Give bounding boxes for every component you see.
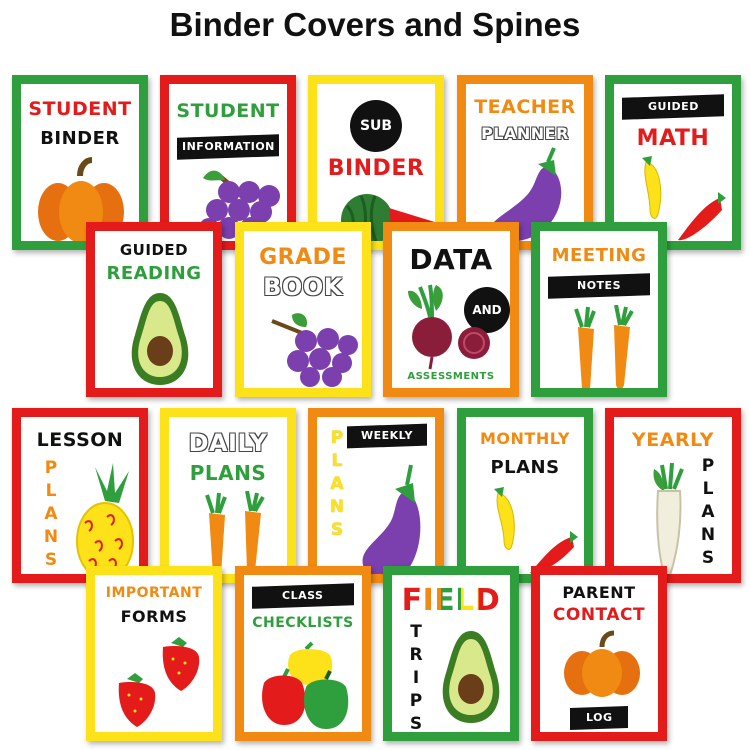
chili-peppers-icon [494,487,578,574]
cover-banner: WEEKLY [347,423,427,449]
cover-important-forms: IMPORTANT FORMS [86,566,222,741]
cover-guided-math: GUIDED MATH [605,75,741,250]
cover-daily-plans: DAILY PLANS [160,408,296,583]
carrots-icon [205,491,265,574]
cover-line2: PLANS [189,461,267,485]
avocado-icon [442,631,500,723]
cover-banner: NOTES [548,273,650,299]
cover-line2: PLANS [490,457,560,478]
strawberries-icon [118,637,200,727]
cover-data-assessments: DATA AND ASSESSMENTS [383,222,519,397]
cover-guided-reading: GUIDED READING [86,222,222,397]
cover-teacher-planner: TEACHER PLANNER [457,75,593,250]
cover-banner: GUIDED [622,94,724,120]
cover-banner: INFORMATION [177,134,279,160]
cover-banner: CLASS [252,583,354,609]
cover-banner: LOG [570,705,628,731]
cover-monthly-plans: MONTHLY PLANS [457,408,593,583]
cover-line2: CONTACT [552,605,646,625]
cover-circle: AND [464,287,510,333]
cover-line2: BOOK [263,273,343,301]
cover-class-checklists: CLASS CHECKLISTS [235,566,371,741]
bell-peppers-icon [262,641,349,729]
cover-line1: STUDENT [28,98,132,120]
cover-line2: PLANNER [481,124,569,143]
cover-line3: ASSESSMENTS [407,371,495,382]
cover-circle: SUB [350,100,402,152]
carrots-icon [574,305,634,388]
cover-meeting-notes: MEETING NOTES [531,222,667,397]
pumpkin-icon [564,630,640,697]
page-title: Binder Covers and Spines [169,6,581,43]
cover-line1: YEARLY [632,429,714,451]
cover-line2: READING [106,263,202,284]
cover-line2: CHECKLISTS [252,615,354,631]
cover-line1: PARENT [562,583,636,602]
cover-line2: BINDER [40,128,120,149]
pineapple-icon [76,463,134,574]
cover-line1: GRADE [259,245,347,270]
cover-line1: STUDENT [176,100,280,122]
cover-line1: TEACHER [474,96,576,118]
chili-peppers-icon [642,156,726,241]
grapes-icon [199,170,280,239]
cover-line1: DAILY [188,429,268,457]
eggplant-icon [362,464,421,574]
cover-parent-contact-log: PARENT CONTACT LOG [531,566,667,741]
cover-grade-book: GRADE BOOK [235,222,371,397]
cover-student-information: STUDENT INFORMATION [160,75,296,250]
cover-line1: GUIDED [119,241,189,259]
cover-line2: MATH [636,126,710,151]
cover-line1: DATA [409,243,493,276]
beets-icon [408,284,490,370]
cover-line2: BINDER [327,156,425,181]
cover-line1: MONTHLY [479,429,570,448]
cover-line1: LESSON [36,429,124,451]
cover-line1: FIELD [401,583,501,618]
cover-line1: IMPORTANT [105,585,203,601]
radish-icon [653,462,684,574]
avocado-icon [131,293,189,385]
cover-line2: FORMS [120,607,188,626]
cover-line1: MEETING [551,245,647,266]
grapes-icon [271,313,358,387]
